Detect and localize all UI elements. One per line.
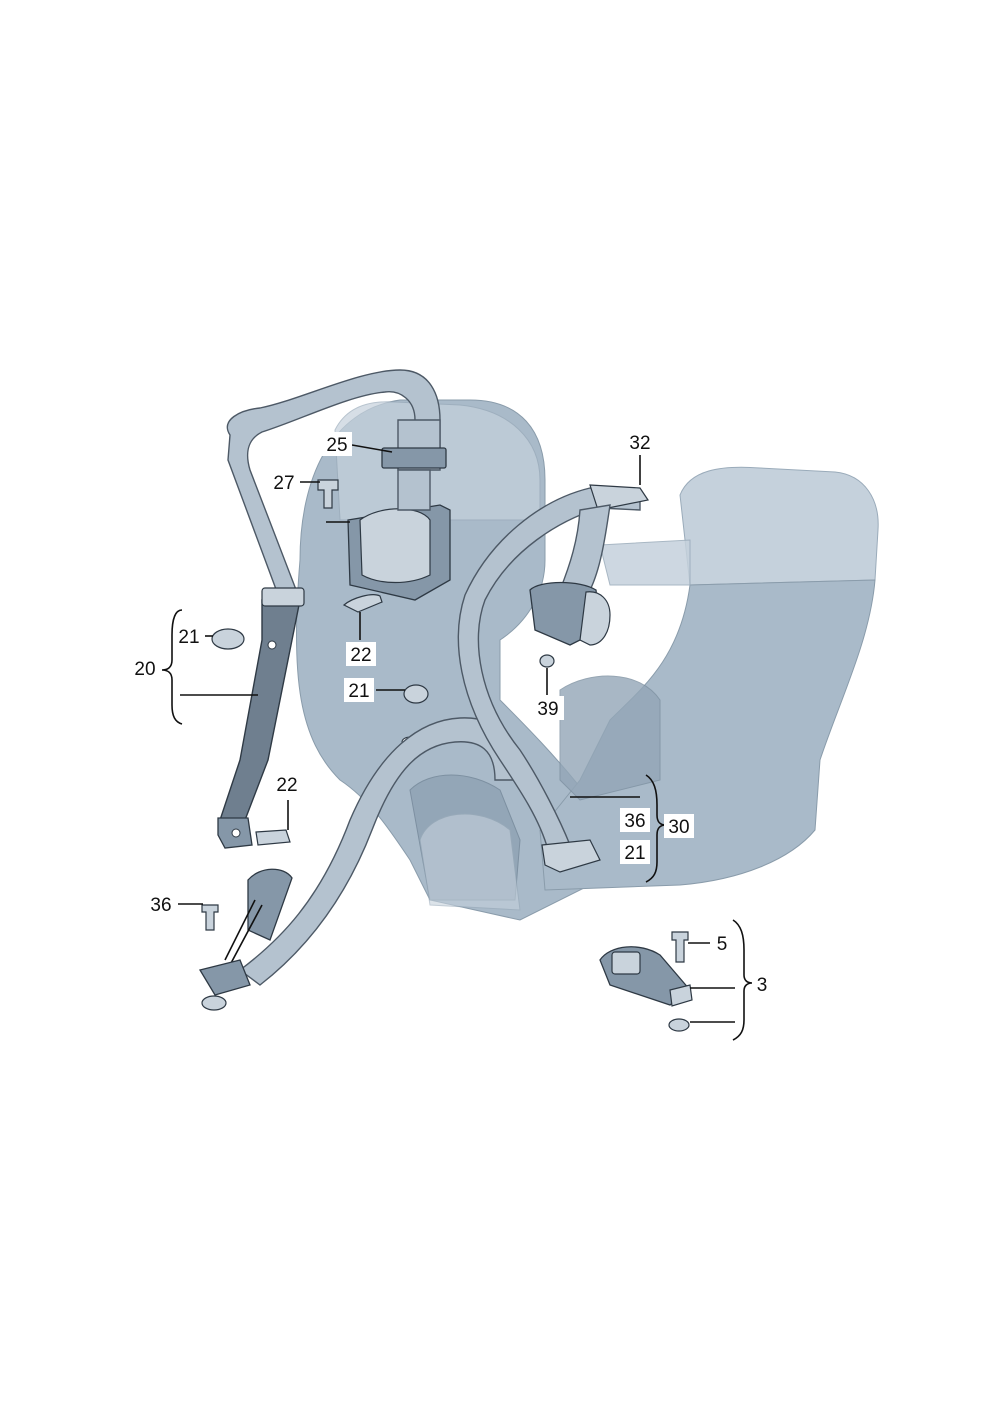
callout-36-right: 36 <box>620 808 650 832</box>
callout-21-right: 21 <box>620 840 650 864</box>
callout-21-middle-text: 21 <box>348 681 369 702</box>
callout-3-text: 3 <box>757 975 768 996</box>
callout-39: 39 <box>532 696 564 720</box>
callout-22-lower: 22 <box>272 772 302 796</box>
callout-27-text: 27 <box>273 473 294 494</box>
callout-21-left: 21 <box>174 624 204 648</box>
callout-21-left-text: 21 <box>178 627 199 648</box>
callout-20-text: 20 <box>134 659 155 680</box>
callout-21-middle: 21 <box>344 678 374 702</box>
callout-25: 25 <box>322 432 352 456</box>
callout-36-right-text: 36 <box>624 811 645 832</box>
callout-32-text: 32 <box>629 433 650 454</box>
right-belt <box>457 484 649 873</box>
callout-5-text: 5 <box>717 934 728 955</box>
callout-27: 27 <box>268 470 300 494</box>
retractor-left <box>317 419 451 613</box>
callout-22-upper-text: 22 <box>350 645 371 666</box>
callout-30-text: 30 <box>668 817 689 838</box>
callout-36-left: 36 <box>146 892 176 916</box>
callout-22-upper: 22 <box>346 642 376 666</box>
callout-22-lower-text: 22 <box>276 775 297 796</box>
callout-36-left-text: 36 <box>150 895 171 916</box>
cap-21-left <box>211 628 245 650</box>
callout-30: 30 <box>664 814 694 838</box>
callout-3: 3 <box>752 972 772 996</box>
callout-25-text: 25 <box>326 435 347 456</box>
callout-5: 5 <box>712 931 732 955</box>
callout-32: 32 <box>624 430 656 454</box>
callout-20: 20 <box>130 656 160 680</box>
callout-21-right-text: 21 <box>624 843 645 864</box>
buckle-assembly <box>599 931 693 1032</box>
callout-39-text: 39 <box>537 699 558 720</box>
